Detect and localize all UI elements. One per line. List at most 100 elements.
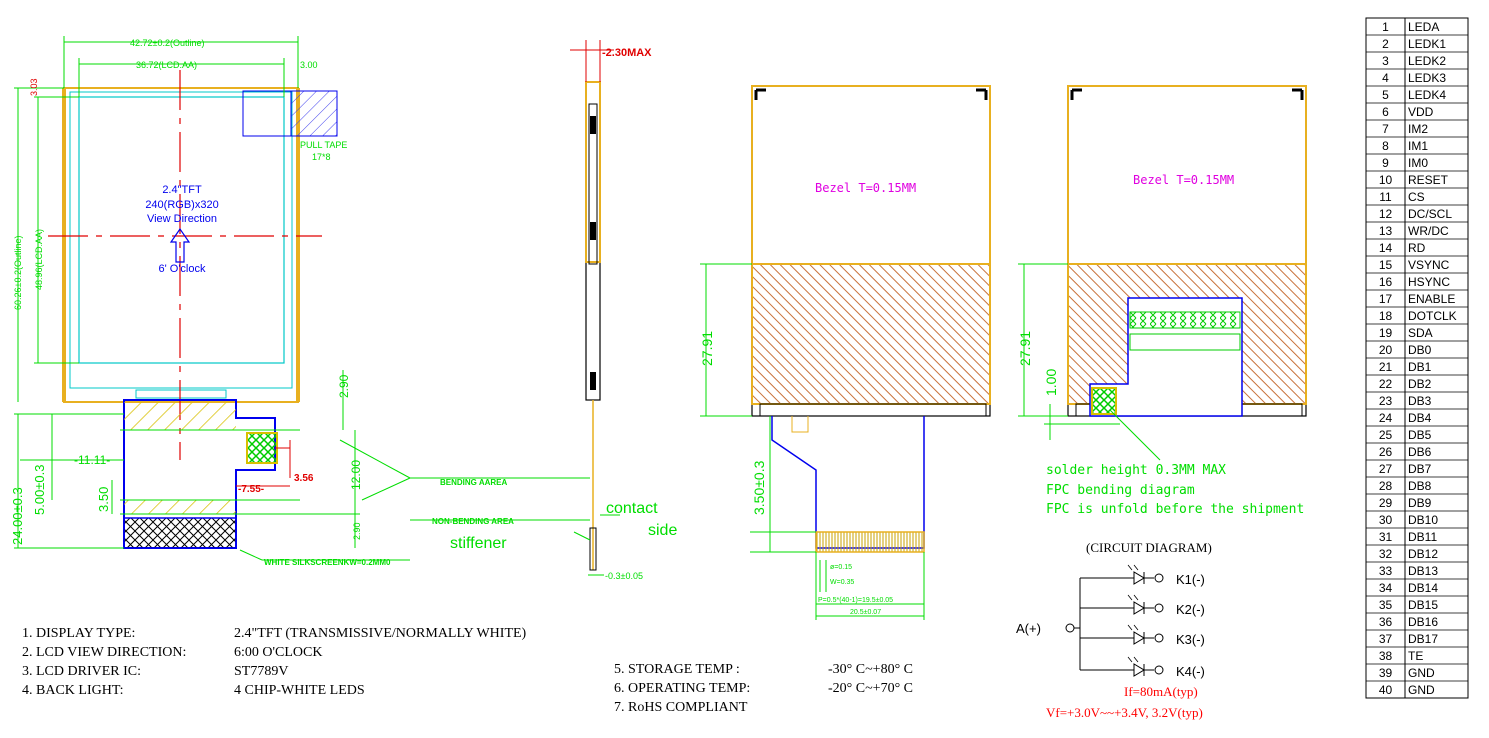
k4-label: K4(-): [1176, 664, 1205, 679]
pin-number: 13: [1379, 224, 1393, 238]
non-bending-area-label: NON-BENDING AREA: [432, 517, 514, 526]
forward-current: If=80mA(typ): [1124, 684, 1198, 699]
pin-name: RESET: [1408, 173, 1449, 187]
anode-label: A(+): [1016, 621, 1041, 636]
contact-side-label: side: [648, 522, 677, 539]
dim-aa-width: 36.72(LCD.AA): [136, 60, 197, 70]
led-diode-icon: [1133, 663, 1145, 677]
pin-name: LEDA: [1408, 20, 1439, 34]
pin-number: 5: [1382, 88, 1389, 102]
pin-name: RD: [1408, 241, 1426, 255]
pin-name: DB6: [1408, 445, 1432, 459]
pin-name: GND: [1408, 683, 1435, 697]
note-label: 4. BACK LIGHT:: [22, 683, 124, 698]
dim-3-50-back: 3.50±0.3: [751, 460, 767, 515]
k2-label: K2(-): [1176, 602, 1205, 617]
pin-name: DB1: [1408, 360, 1432, 374]
pin-number: 4: [1382, 71, 1389, 85]
tft-type: 2.4"TFT: [162, 184, 202, 196]
dim-right-margin: 3.00: [300, 60, 318, 70]
pin-number: 18: [1379, 309, 1393, 323]
pin-name: DB8: [1408, 479, 1432, 493]
pin-number: 17: [1379, 292, 1393, 306]
pin-name: TE: [1408, 649, 1423, 663]
pin-pitch: P=0.5*(40-1)=19.5±0.05: [818, 597, 893, 604]
note-label: 1. DISPLAY TYPE:: [22, 626, 135, 641]
pin-name: DB11: [1408, 530, 1437, 544]
pin-name: GND: [1408, 666, 1435, 680]
pin-name: DB7: [1408, 462, 1432, 476]
dim-stiffener: -0.3±0.05: [605, 571, 643, 581]
k1-label: K1(-): [1176, 572, 1205, 587]
pin-name: WR/DC: [1408, 224, 1449, 238]
forward-voltage: Vf=+3.0V~~+3.4V, 3.2V(typ): [1046, 705, 1203, 720]
note-label: 3. LCD DRIVER IC:: [22, 664, 141, 679]
active-area: [78, 96, 285, 364]
note-label: 6. OPERATING TEMP:: [614, 681, 750, 696]
dim-7-55: -7.55-: [238, 484, 264, 495]
pin-number: 33: [1379, 564, 1393, 578]
pin-name: DB15: [1408, 598, 1438, 612]
pin-number: 25: [1379, 428, 1393, 442]
pin-number: 36: [1379, 615, 1393, 629]
pin-number: 39: [1379, 666, 1393, 680]
pin-number: 6: [1382, 105, 1389, 119]
pin-name: DB0: [1408, 343, 1432, 357]
pin-name: SDA: [1408, 326, 1433, 340]
note-solder-height: solder height 0.3MM MAX: [1046, 463, 1226, 478]
bending-area-label: BENDING AAREA: [440, 478, 507, 487]
back-view-1: [700, 85, 991, 620]
pin-name: LEDK3: [1408, 71, 1446, 85]
pin-number: 29: [1379, 496, 1393, 510]
pin-name: VDD: [1408, 105, 1434, 119]
dim-24-00: 24.00±0.3: [10, 487, 25, 545]
dim-1-00: 1.00: [1043, 369, 1059, 396]
pin-name: LEDK2: [1408, 54, 1446, 68]
note-value: -30° C~+80° C: [828, 662, 913, 677]
k3-label: K3(-): [1176, 632, 1205, 647]
tft-resolution: 240(RGB)x320: [145, 199, 218, 211]
pin-number: 31: [1379, 530, 1393, 544]
pin-name: DB12: [1408, 547, 1438, 561]
dim-3-56: 3.56: [294, 473, 314, 484]
pin-number: 15: [1379, 258, 1393, 272]
front-view: [14, 36, 590, 561]
fpc-ic: [246, 432, 278, 464]
pin-name: DB2: [1408, 377, 1432, 391]
notes-right: 5. STORAGE TEMP : -30° C~+80° C 6. OPERATI…: [614, 662, 913, 715]
dim-11-11: -11.11-: [74, 453, 110, 467]
dim-2-90-bottom: 2.90: [352, 522, 362, 540]
pin-name: DOTCLK: [1408, 309, 1457, 323]
silkscreen-label: WHITE SILKSCREENKW=0.2MM0: [264, 558, 391, 567]
pin-number: 16: [1379, 275, 1393, 289]
note-label: 2. LCD VIEW DIRECTION:: [22, 645, 186, 660]
side-view: [570, 40, 620, 576]
pin-name: DB13: [1408, 564, 1438, 578]
circuit-diagram: [1065, 564, 1164, 677]
note-label: 7. RoHS COMPLIANT: [614, 700, 748, 715]
pin-number: 19: [1379, 326, 1393, 340]
pin-number: 22: [1379, 377, 1393, 391]
pin-number: 28: [1379, 479, 1393, 493]
tft-view-direction: View Direction: [147, 213, 217, 225]
pin-name: LEDK1: [1408, 37, 1446, 51]
dim-outline-height: 60.26±0.2(Outline): [13, 236, 23, 310]
view-direction-arrow: [169, 227, 191, 263]
pin-number: 11: [1379, 190, 1392, 204]
pin-name: CS: [1408, 190, 1425, 204]
note-value: 6:00 O'CLOCK: [234, 645, 322, 660]
fpc-pins: [815, 531, 925, 553]
notes-left: 1. DISPLAY TYPE:2.4"TFT (TRANSMISSIVE/NO…: [22, 626, 527, 698]
pin-number: 14: [1379, 241, 1393, 255]
dim-27-91-b: 27.91: [1017, 331, 1033, 366]
note-label: 5. STORAGE TEMP :: [614, 662, 740, 677]
pin-name: ENABLE: [1408, 292, 1455, 306]
pin-span: 20.5±0.07: [850, 609, 881, 616]
led-diode-icon: [1133, 601, 1145, 615]
pin-name: IM0: [1408, 156, 1428, 170]
pin-number: 24: [1379, 411, 1393, 425]
pin-number: 8: [1382, 139, 1389, 153]
pin-name: LEDK4: [1408, 88, 1446, 102]
